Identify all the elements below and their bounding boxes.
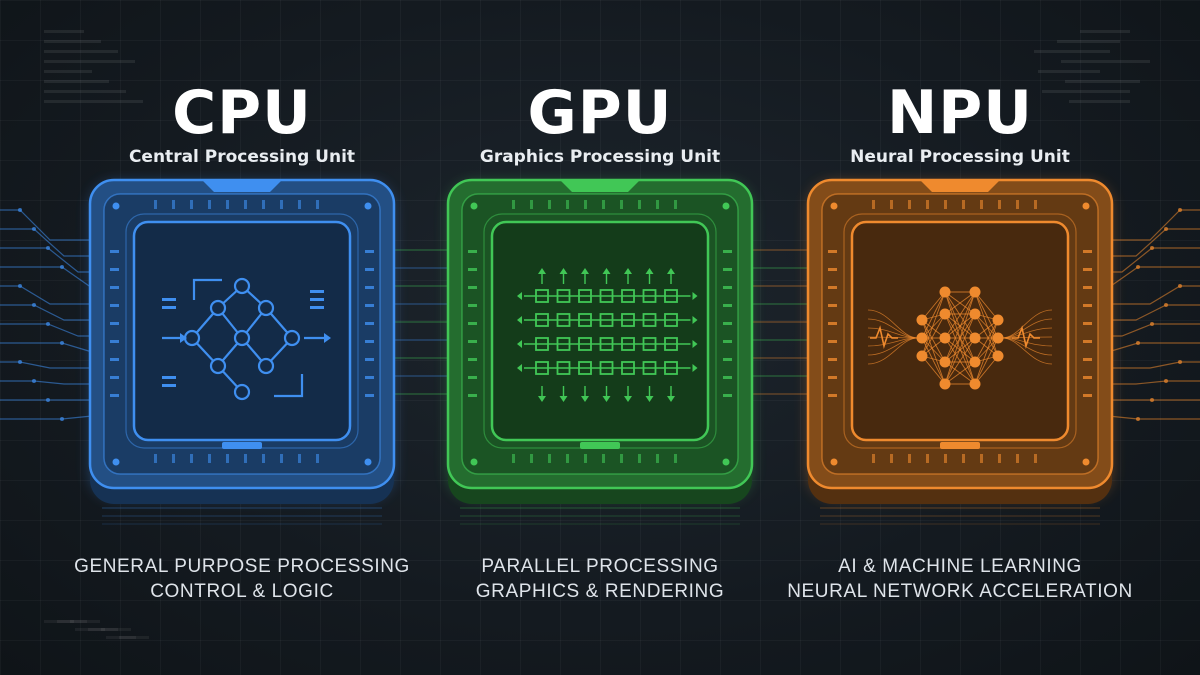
gpu-column: GPU Graphics Processing Unit PARALLEL PR… [400, 0, 800, 675]
gpu-acronym: GPU [527, 78, 673, 148]
npu-description-line-2: NEURAL NETWORK ACCELERATION [787, 581, 1133, 602]
npu-chip [806, 178, 1114, 504]
npu-description-line-1: AI & MACHINE LEARNING [838, 556, 1082, 577]
cpu-description-line-2: CONTROL & LOGIC [150, 581, 334, 602]
npu-full-name: Neural Processing Unit [850, 147, 1070, 167]
cpu-chip [88, 178, 396, 504]
gpu-chip [446, 178, 754, 504]
cpu-full-name: Central Processing Unit [128, 147, 356, 167]
cpu-column: CPU Central Processing Unit GENERAL PURP… [42, 0, 442, 675]
control-flow-icon [162, 277, 331, 401]
gpu-description-line-2: GRAPHICS & RENDERING [475, 581, 725, 602]
parallel-grid-icon [517, 268, 698, 402]
npu-acronym: NPU [887, 78, 1033, 148]
cpu-description-line-1: GENERAL PURPOSE PROCESSING [74, 556, 410, 577]
neural-network-icon [867, 286, 1053, 390]
gpu-description-line-1: PARALLEL PROCESSING [481, 556, 719, 577]
gpu-full-name: Graphics Processing Unit [479, 147, 721, 167]
cpu-acronym: CPU [172, 78, 312, 148]
npu-chip-body [806, 178, 1114, 504]
npu-column: NPU Neural Processing Unit AI & MACHINE … [760, 0, 1160, 675]
